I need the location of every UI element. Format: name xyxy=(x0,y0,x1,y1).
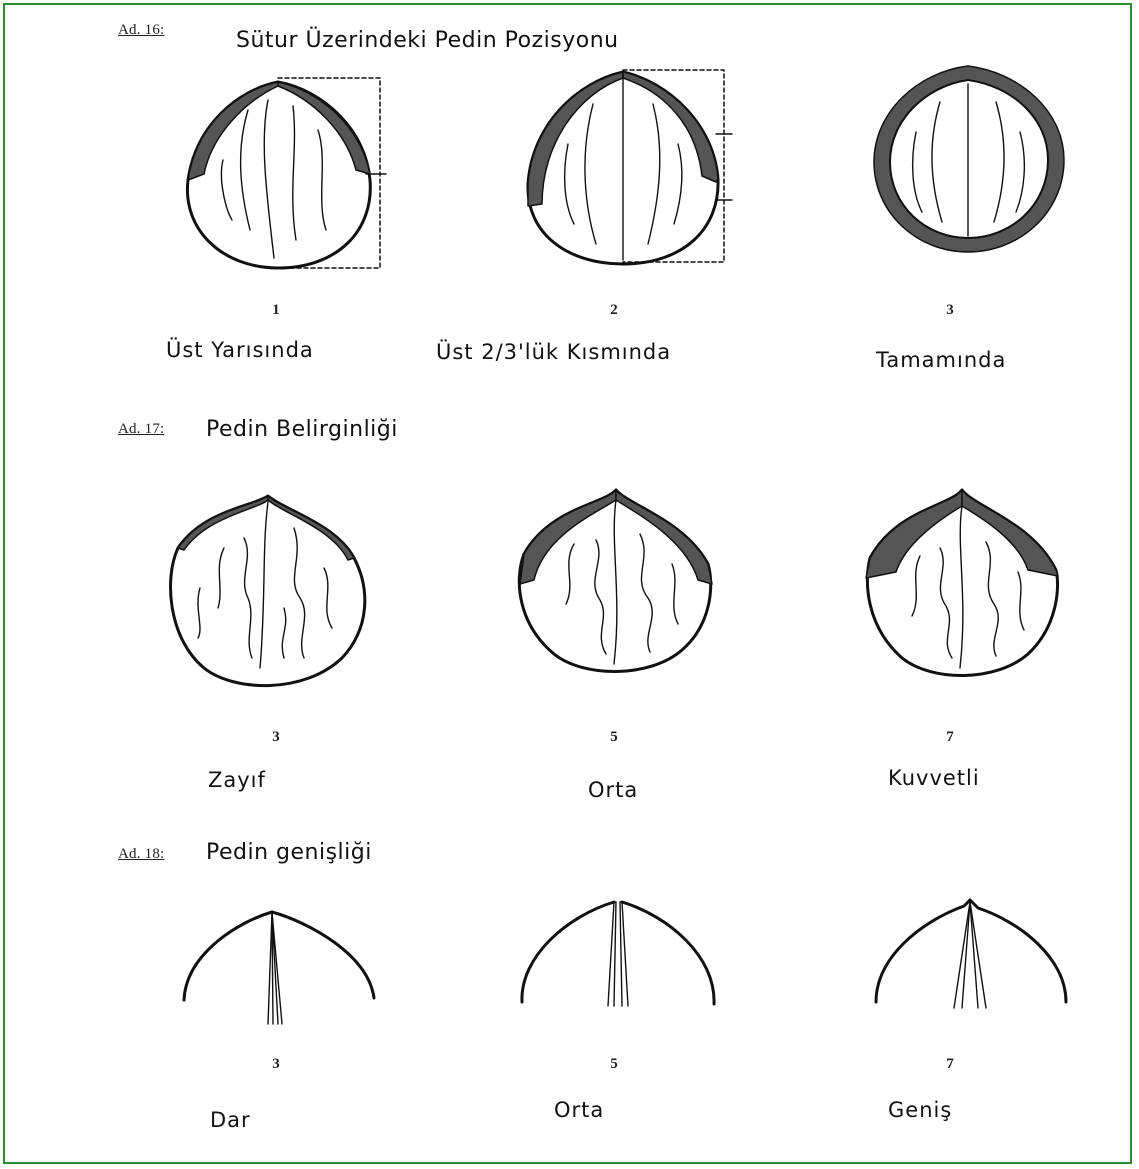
walnut-pad-upper-two-thirds-figure xyxy=(518,64,738,274)
item-caption: Geniş xyxy=(888,1098,952,1122)
item-number: 5 xyxy=(594,729,634,746)
item-caption: Orta xyxy=(554,1098,604,1122)
item-number: 3 xyxy=(930,302,970,319)
item-caption: Üst Yarısında xyxy=(166,338,314,362)
item-caption: Zayıf xyxy=(208,768,266,792)
section-label-ad17: Ad. 17: xyxy=(118,421,164,438)
item-caption: Orta xyxy=(588,778,638,802)
walnut-weak-pad-figure xyxy=(164,488,374,693)
walnut-pad-upper-half-figure xyxy=(178,70,388,275)
item-caption: Dar xyxy=(210,1108,251,1132)
suture-wide-pad-figure xyxy=(870,898,1082,1010)
item-number: 5 xyxy=(594,1056,634,1073)
item-number: 3 xyxy=(256,1056,296,1073)
suture-narrow-pad-figure xyxy=(178,904,378,1029)
item-caption: Üst 2/3'lük Kısmında xyxy=(436,340,671,364)
section-label-ad16: Ad. 16: xyxy=(118,22,164,39)
item-number: 3 xyxy=(256,729,296,746)
section-title-ad18: Pedin genişliği xyxy=(206,840,372,865)
item-caption: Tamamında xyxy=(876,348,1006,372)
walnut-pad-full-figure xyxy=(868,62,1068,257)
section-label-ad18: Ad. 18: xyxy=(118,846,164,863)
walnut-strong-pad-figure xyxy=(862,486,1066,686)
section-title-ad17: Pedin Belirginliği xyxy=(206,417,398,442)
section-title-ad16: Sütur Üzerindeki Pedin Pozisyonu xyxy=(236,28,619,53)
item-number: 7 xyxy=(930,1056,970,1073)
walnut-medium-pad-figure xyxy=(514,484,718,680)
item-caption: Kuvvetli xyxy=(888,766,980,790)
item-number: 7 xyxy=(930,729,970,746)
suture-medium-pad-figure xyxy=(518,896,718,1011)
item-number: 1 xyxy=(256,302,296,319)
item-number: 2 xyxy=(594,302,634,319)
